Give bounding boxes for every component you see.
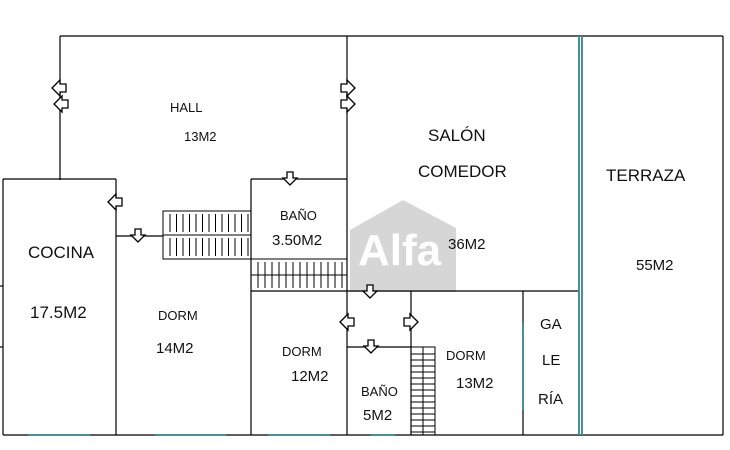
door-arrow-icon (107, 192, 123, 212)
dorm1-area: 14M2 (156, 340, 194, 357)
door-arrows (51, 78, 419, 354)
bano1-label: BAÑO (280, 208, 317, 223)
hall-label: HALL (170, 100, 203, 115)
door-arrow-icon (403, 312, 419, 332)
galeria-label-1: GA (540, 316, 562, 333)
door-arrow-icon (339, 312, 355, 332)
dorm2-label: DORM (282, 344, 322, 359)
door-arrow-icon (51, 78, 67, 98)
salon-label: SALÓN (428, 126, 486, 145)
dorm2-area: 12M2 (291, 368, 329, 385)
comedor-label: COMEDOR (418, 162, 507, 181)
cocina-label: COCINA (28, 243, 95, 262)
door-arrow-icon (129, 228, 147, 243)
terraza-label: TERRAZA (606, 166, 686, 185)
door-arrow-icon (340, 78, 356, 98)
alfa-watermark-logo: Alfa (350, 200, 456, 292)
windows (28, 36, 583, 436)
door-arrow-icon (362, 339, 380, 354)
cocina-area: 17.5M2 (30, 303, 87, 322)
dorm1-label: DORM (158, 308, 198, 323)
door-arrow-icon (53, 94, 69, 114)
terraza-area: 55M2 (636, 257, 674, 274)
dorm3-area: 13M2 (456, 375, 494, 392)
bano2-area: 5M2 (363, 407, 392, 424)
stairs (162, 210, 436, 436)
galeria-label-2: LE (542, 352, 560, 369)
galeria-label-3: RÍA (538, 391, 563, 408)
salon-area: 36M2 (448, 236, 486, 253)
dorm3-label: DORM (446, 348, 486, 363)
bano1-area: 3.50M2 (272, 232, 322, 249)
door-arrow-icon (340, 94, 356, 114)
door-arrow-icon (361, 284, 379, 299)
svg-text:Alfa: Alfa (358, 226, 442, 275)
door-arrow-icon (281, 171, 299, 186)
bano2-label: BAÑO (361, 384, 398, 399)
hall-area: 13M2 (184, 129, 217, 144)
